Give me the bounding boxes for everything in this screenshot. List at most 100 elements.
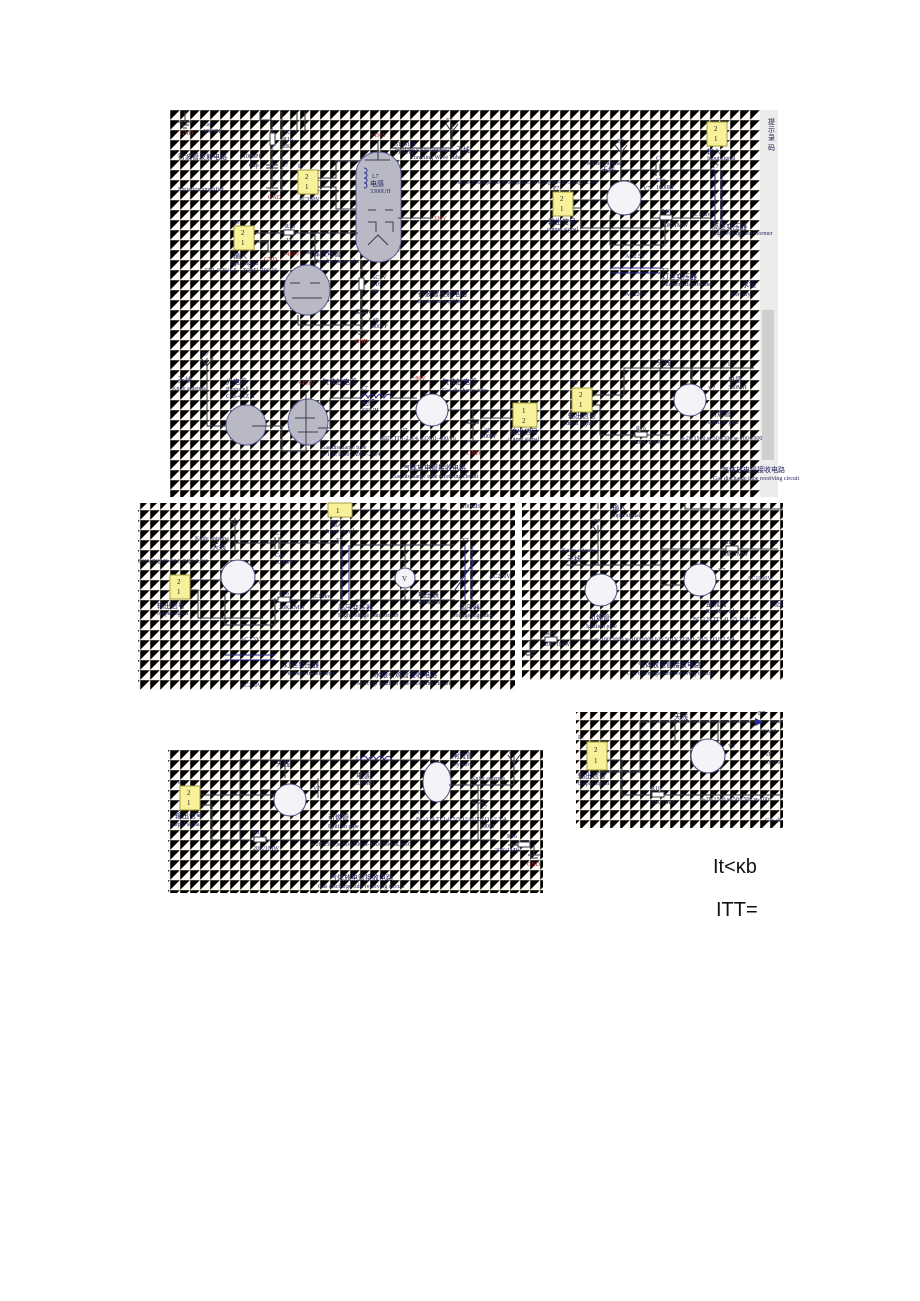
v7-label: V7 [400, 428, 407, 434]
c7-label: C7 [481, 420, 488, 426]
output-en: output signal [157, 611, 188, 617]
v7-label: V7 [416, 810, 423, 816]
emission-title-en: Emission amplifier [418, 298, 464, 305]
ignition-cn: 引燃管 [710, 409, 731, 418]
resistor-icon [544, 636, 558, 643]
inductor-cn: 电感 [361, 398, 375, 407]
circuit-title-en: Mercury ignition tube receiving circuit [357, 681, 451, 687]
scrollbar-thumb[interactable] [762, 310, 774, 460]
thyratron-en: thyratron [452, 762, 474, 768]
c7-label: C7 [369, 310, 376, 316]
r-value: 20K/1MW [253, 846, 279, 852]
gas-discharge-tube-icon [287, 398, 329, 446]
voltage-label: +450V [370, 133, 387, 139]
connector-p7 [297, 169, 319, 195]
resistor-icon [517, 841, 531, 848]
gnd-label: GND [527, 862, 541, 868]
antenna-label: 天线 [456, 145, 470, 154]
emission-title-cn: 行波管发射电路 [178, 152, 227, 161]
v7-label: V7 [643, 186, 650, 192]
rectifier-model: ВГ-129,ТГ1-0.5/5,12AU7 [693, 617, 756, 623]
svg-text:2: 2 [522, 417, 526, 425]
ignition-cn: 引燃管 [328, 813, 349, 822]
v7-label: V7 [258, 581, 265, 587]
cap-value: 1000PF [275, 560, 294, 566]
r16-label: R16 [283, 137, 293, 143]
ac220-label: AC220V [625, 292, 647, 298]
circuit-title-cn: 水银引燃管接收电路 [374, 670, 437, 679]
l7-label: L7 [361, 386, 368, 392]
side-text: 示 [768, 126, 775, 134]
knife-antenna-label: Knife antenna [172, 385, 206, 392]
voltmeter-en: voltmeter [418, 600, 441, 606]
svg-text:1: 1 [241, 239, 245, 247]
rectifier-en: Rectifier tube [706, 608, 739, 615]
output-cn: 输出信号 [510, 427, 538, 436]
circuit-title-en: Gas di [765, 818, 781, 824]
photocell-model: CIB-4 1Z11 [226, 394, 255, 400]
antenna-label: 天线 [178, 375, 192, 384]
hv-cn: 高压变压器 [712, 222, 747, 231]
voltmeter-cn: 电压表 [418, 590, 439, 599]
output-cn: 输出信号 [578, 771, 606, 780]
e7-label: E7 [446, 118, 453, 124]
filament-transformer-icon [225, 654, 275, 661]
voltage-regulator-icon [454, 545, 476, 600]
cap-value: 1000PF [369, 324, 388, 330]
t7-label: T7 [462, 538, 469, 544]
r16-label: R16 [371, 282, 381, 288]
gnd-label: GND [467, 451, 481, 457]
connector-output [586, 741, 608, 771]
voltage-label: +450V [283, 252, 300, 258]
input-cn: 输入 [707, 147, 721, 156]
svg-text:2: 2 [714, 125, 718, 133]
svg-text:1: 1 [336, 507, 340, 515]
voltage-label: +330V [430, 216, 447, 222]
ignition-tube-icon [584, 573, 618, 607]
inductor-value: 330MH [728, 385, 747, 391]
filament-transformer-icon [610, 267, 660, 274]
gas-circuit-title-cn: 气体放电管接收电路 [722, 465, 785, 474]
gas-circuit-title-en: Gas discharge tube receiving circuit [713, 476, 800, 482]
gnd-label: GND [355, 339, 369, 345]
r16-label: R16 [636, 426, 646, 432]
c7-label: C7 [281, 163, 288, 169]
inductor-cn: 电感 [370, 179, 384, 188]
figure-mercury-ignition-circuit: 1 输入 Input signal 100mH Knife antenna 天线… [138, 502, 515, 690]
side-text: 码 [768, 144, 775, 152]
voltage-label: +450V [298, 381, 315, 387]
l7-label: L7 [372, 174, 379, 180]
gas-discharge-tube-icon [415, 393, 449, 427]
ac10kv-label: AC10kv [310, 594, 330, 600]
cap-value: 100PF [480, 824, 496, 830]
ignition-model: м-20/1500,м-50/1500,м-100/1000,6L6GC [310, 842, 412, 848]
connector-output [169, 574, 191, 600]
figure-top-schematic: 提 示 录 码 GND Cap 1000PF 行波管发射电路 Emission … [170, 110, 800, 497]
knife-antenna-label: Knife antenna [587, 160, 621, 167]
r16-label: R16 [724, 540, 734, 546]
circuit-title-en: Gas discharge tube receiving circuit [318, 884, 405, 890]
r16-label: R16 [661, 209, 671, 215]
diode-value: 10A10 [760, 729, 776, 735]
pin-label: 1 [187, 799, 191, 807]
knife-antenna-label: Knife antenna [195, 535, 229, 542]
hv-cn: 高压 [770, 599, 784, 608]
connector-input [327, 502, 353, 518]
thyratron-icon [422, 761, 452, 803]
photocell-icon [225, 404, 267, 446]
ac1000-label: AC1000V [747, 576, 772, 582]
c7-label: C7 [275, 531, 282, 537]
emission-title-en: Emission amplifier [178, 186, 224, 193]
voltmeter-symbol: V [402, 575, 407, 583]
mercury-title-en: Mercury i [730, 292, 754, 298]
gas-tube-en: Gas discharge tube [321, 445, 367, 451]
r16-label: R16 [651, 786, 661, 792]
cap-label: Cap [656, 178, 666, 184]
ac25-label: AC2.5V [240, 637, 261, 643]
mercury-model: м-100/5000,м-100/1000,Ы5:501V,ZQM1-50/5,… [458, 180, 598, 186]
svg-text:2: 2 [305, 173, 309, 181]
output-en: output signal [563, 421, 594, 427]
t7-label: T7 [662, 268, 669, 274]
ignition-tube-icon [690, 738, 726, 774]
circuit-title-cn: 气体放电管接收电路 [638, 660, 701, 669]
